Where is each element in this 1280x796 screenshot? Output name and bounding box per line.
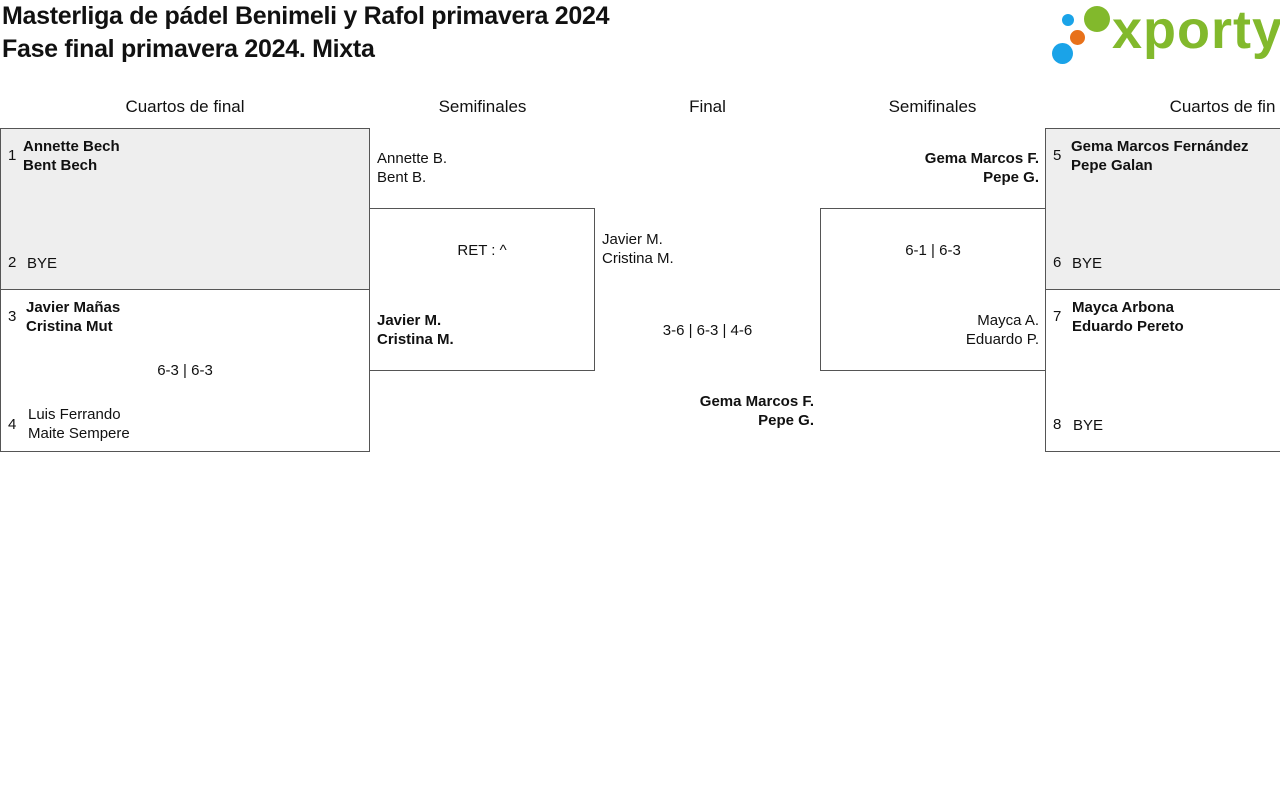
player-name: Eduardo Pereto [1072, 318, 1184, 335]
player-name: Maite Sempere [28, 425, 130, 442]
column-header-final: Final [689, 97, 726, 116]
player-name: Annette Bech [23, 138, 120, 155]
phase-title: Fase final primavera 2024. Mixta [2, 35, 375, 63]
player-name: Cristina Mut [26, 318, 113, 335]
player-name: Mayca A. [977, 312, 1039, 329]
logo-dot-blue-large [1052, 43, 1073, 64]
player-name: Cristina M. [377, 331, 454, 348]
column-header-right-quarters: Cuartos de fin [1169, 97, 1276, 116]
right-semi-player-a: Pepe G. [983, 169, 1039, 186]
match-score: 6-1 | 6-3 [905, 242, 961, 259]
seed-number: 7 [1053, 308, 1062, 325]
player-name: Gema Marcos Fernández [1071, 138, 1249, 155]
seed-number: 2 [8, 254, 17, 271]
left-quarter-match-2[interactable]: 3 Javier Mañas Cristina Mut 6-3 | 6-3 4 … [0, 289, 370, 452]
column-header-left-semis: Semifinales [438, 97, 527, 116]
xporty-logo[interactable]: xporty [1052, 0, 1280, 67]
match-score: 6-3 | 6-3 [157, 362, 213, 379]
seed-number: 4 [8, 416, 17, 433]
column-header-right-semis: Semifinales [888, 97, 977, 116]
final-player-a: Cristina M. [602, 250, 674, 267]
bye-label: BYE [1072, 255, 1103, 272]
left-semi-match[interactable]: RET : ^ Javier M. Cristina M. [369, 208, 595, 371]
bye-label: BYE [1073, 417, 1104, 434]
final-player-b: Gema Marcos F. [699, 393, 814, 410]
logo-dot-blue-small [1062, 14, 1074, 26]
left-quarter-match-1[interactable]: 1 Annette Bech Bent Bech 2 BYE [0, 128, 370, 290]
right-quarter-match-2[interactable]: 7 Mayca Arbona Eduardo Pereto 8 BYE [1045, 289, 1280, 452]
seed-number: 1 [8, 147, 17, 164]
logo-dot-green [1084, 6, 1110, 32]
right-quarter-match-1[interactable]: 5 Gema Marcos Fernández Pepe Galan 6 BYE [1045, 128, 1280, 290]
player-name: Bent Bech [23, 157, 98, 174]
final-score: 3-6 | 6-3 | 4-6 [662, 322, 753, 339]
player-name: Javier Mañas [26, 299, 121, 316]
bye-label: BYE [27, 255, 58, 272]
player-name: Mayca Arbona [1072, 299, 1174, 316]
right-semi-match[interactable]: 6-1 | 6-3 Mayca A. Eduardo P. [820, 208, 1046, 371]
right-semi-player-a: Gema Marcos F. [924, 150, 1039, 167]
seed-number: 3 [8, 308, 17, 325]
player-name: Javier M. [377, 312, 442, 329]
left-semi-player-a: Bent B. [377, 169, 427, 186]
logo-wordmark: xporty [1112, 0, 1280, 60]
player-name: Eduardo P. [965, 331, 1039, 348]
seed-number: 5 [1053, 147, 1062, 164]
tournament-title: Masterliga de pádel Benimeli y Rafol pri… [2, 2, 610, 30]
player-name: Luis Ferrando [28, 406, 121, 423]
logo-dot-orange [1070, 30, 1085, 45]
final-player-a: Javier M. [602, 231, 663, 248]
column-header-left-quarters: Cuartos de final [125, 97, 245, 116]
player-name: Pepe Galan [1071, 157, 1153, 174]
left-semi-player-a: Annette B. [377, 150, 448, 167]
seed-number: 6 [1053, 254, 1062, 271]
match-score: RET : ^ [457, 242, 507, 259]
seed-number: 8 [1053, 416, 1062, 433]
final-player-b: Pepe G. [758, 412, 814, 429]
